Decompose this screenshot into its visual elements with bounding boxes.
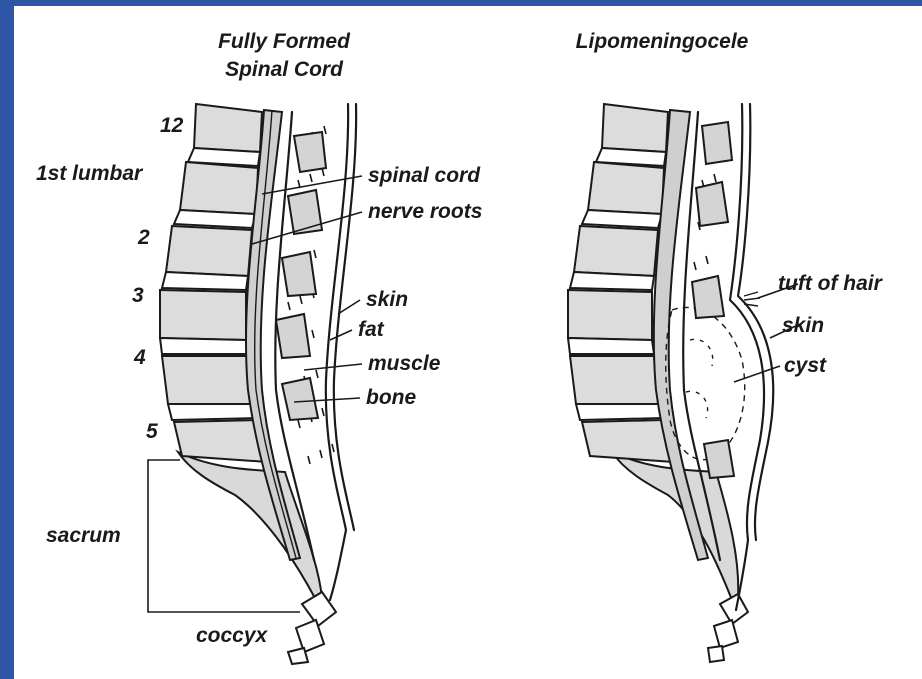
label-skin-right: skin bbox=[782, 314, 824, 337]
label-1st-lumbar: 1st lumbar bbox=[36, 162, 144, 185]
label-12: 12 bbox=[160, 114, 184, 137]
label-spinal-cord: spinal cord bbox=[368, 164, 481, 187]
coccyx-segment-3 bbox=[288, 648, 308, 664]
label-fat: fat bbox=[358, 318, 385, 341]
lipomeningocele-figure: Lipomeningocele tuft of hair skin cyst bbox=[568, 30, 884, 662]
label-tuft-of-hair: tuft of hair bbox=[778, 272, 884, 295]
sacrum-shape bbox=[178, 452, 322, 600]
label-bone: bone bbox=[366, 386, 416, 409]
normal-spine-figure: Fully Formed Spinal Cord 12 1st lumbar 2… bbox=[36, 30, 482, 664]
label-sacrum: sacrum bbox=[46, 524, 121, 547]
left-title-line1: Fully Formed bbox=[218, 30, 351, 53]
left-title-line2: Spinal Cord bbox=[225, 58, 344, 81]
skin-outline-right bbox=[730, 104, 764, 610]
right-title: Lipomeningocele bbox=[576, 30, 749, 53]
label-muscle: muscle bbox=[368, 352, 441, 375]
spinous-processes-right bbox=[692, 122, 734, 478]
label-nerve-roots: nerve roots bbox=[368, 200, 482, 223]
label-2: 2 bbox=[137, 226, 150, 249]
label-coccyx: coccyx bbox=[196, 624, 269, 647]
label-cyst: cyst bbox=[784, 354, 827, 377]
label-3: 3 bbox=[132, 284, 144, 307]
label-5: 5 bbox=[146, 420, 158, 443]
label-skin-left: skin bbox=[366, 288, 408, 311]
tuft-of-hair bbox=[744, 292, 760, 306]
label-4: 4 bbox=[133, 346, 146, 369]
